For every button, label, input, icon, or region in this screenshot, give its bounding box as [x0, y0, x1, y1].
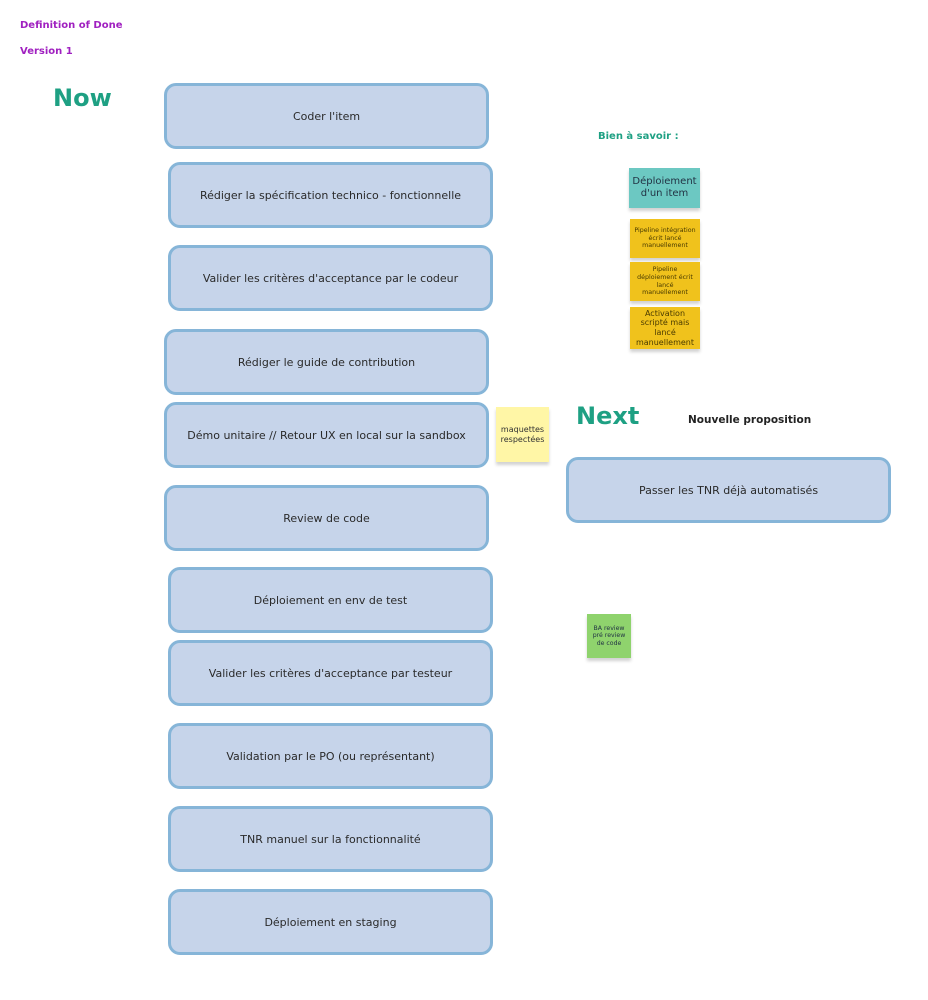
card-label: Déploiement en staging: [264, 915, 397, 929]
card-label: Rédiger le guide de contribution: [237, 355, 416, 369]
card-valider-criteres-codeur[interactable]: Valider les critères d'acceptance par le…: [168, 245, 493, 311]
sticky-label: Déploiement d'un item: [632, 176, 697, 199]
card-label: Valider les critères d'acceptance par le…: [202, 271, 459, 285]
next-label: Next: [576, 402, 640, 430]
sticky-label: BA review pré review de code: [592, 624, 626, 647]
sticky-deploiement-item[interactable]: Déploiement d'un item: [629, 168, 700, 208]
sticky-maquettes[interactable]: maquettes respectées: [496, 407, 549, 462]
sticky-pipeline-deploiement[interactable]: Pipeline déploiement écrit lancé manuell…: [630, 262, 700, 301]
card-label: Review de code: [283, 511, 370, 525]
card-rediger-guide[interactable]: Rédiger le guide de contribution: [164, 329, 489, 395]
sticky-label: Pipeline intégration écrit lancé manuell…: [634, 227, 696, 250]
now-label: Now: [53, 84, 112, 112]
card-coder-item[interactable]: Coder l'item: [164, 83, 489, 149]
sticky-label: Pipeline déploiement écrit lancé manuell…: [637, 266, 693, 297]
card-deploiement-staging[interactable]: Déploiement en staging: [168, 889, 493, 955]
sticky-activation-script[interactable]: Activation scripté mais lancé manuelleme…: [630, 307, 700, 349]
sticky-label: Activation scripté mais lancé manuelleme…: [635, 308, 695, 347]
card-label: Déploiement en env de test: [253, 593, 408, 607]
card-label: Rédiger la spécification technico - fonc…: [199, 188, 462, 202]
card-valider-criteres-testeur[interactable]: Valider les critères d'acceptance par te…: [168, 640, 493, 706]
card-label: Validation par le PO (ou représentant): [226, 749, 435, 763]
board-version: Version 1: [20, 46, 73, 57]
card-label: Passer les TNR déjà automatisés: [638, 483, 819, 497]
card-label: Valider les critères d'acceptance par te…: [208, 666, 453, 680]
card-review-code[interactable]: Review de code: [164, 485, 489, 551]
card-label: Coder l'item: [292, 109, 361, 123]
card-deploiement-test[interactable]: Déploiement en env de test: [168, 567, 493, 633]
board-title: Definition of Done: [20, 20, 123, 31]
new-proposal-label: Nouvelle proposition: [688, 414, 812, 426]
sticky-pipeline-integration[interactable]: Pipeline intégration écrit lancé manuell…: [630, 219, 700, 258]
sticky-ba-review[interactable]: BA review pré review de code: [587, 614, 631, 658]
card-validation-po[interactable]: Validation par le PO (ou représentant): [168, 723, 493, 789]
sticky-label: maquettes respectées: [500, 424, 545, 444]
card-demo-unitaire[interactable]: Démo unitaire // Retour UX en local sur …: [164, 402, 489, 468]
card-rediger-specification[interactable]: Rédiger la spécification technico - fonc…: [168, 162, 493, 228]
good-to-know-label: Bien à savoir :: [598, 131, 679, 142]
card-passer-tnr[interactable]: Passer les TNR déjà automatisés: [566, 457, 891, 523]
card-label: Démo unitaire // Retour UX en local sur …: [187, 428, 466, 442]
card-tnr-manuel[interactable]: TNR manuel sur la fonctionnalité: [168, 806, 493, 872]
card-label: TNR manuel sur la fonctionnalité: [240, 832, 421, 846]
